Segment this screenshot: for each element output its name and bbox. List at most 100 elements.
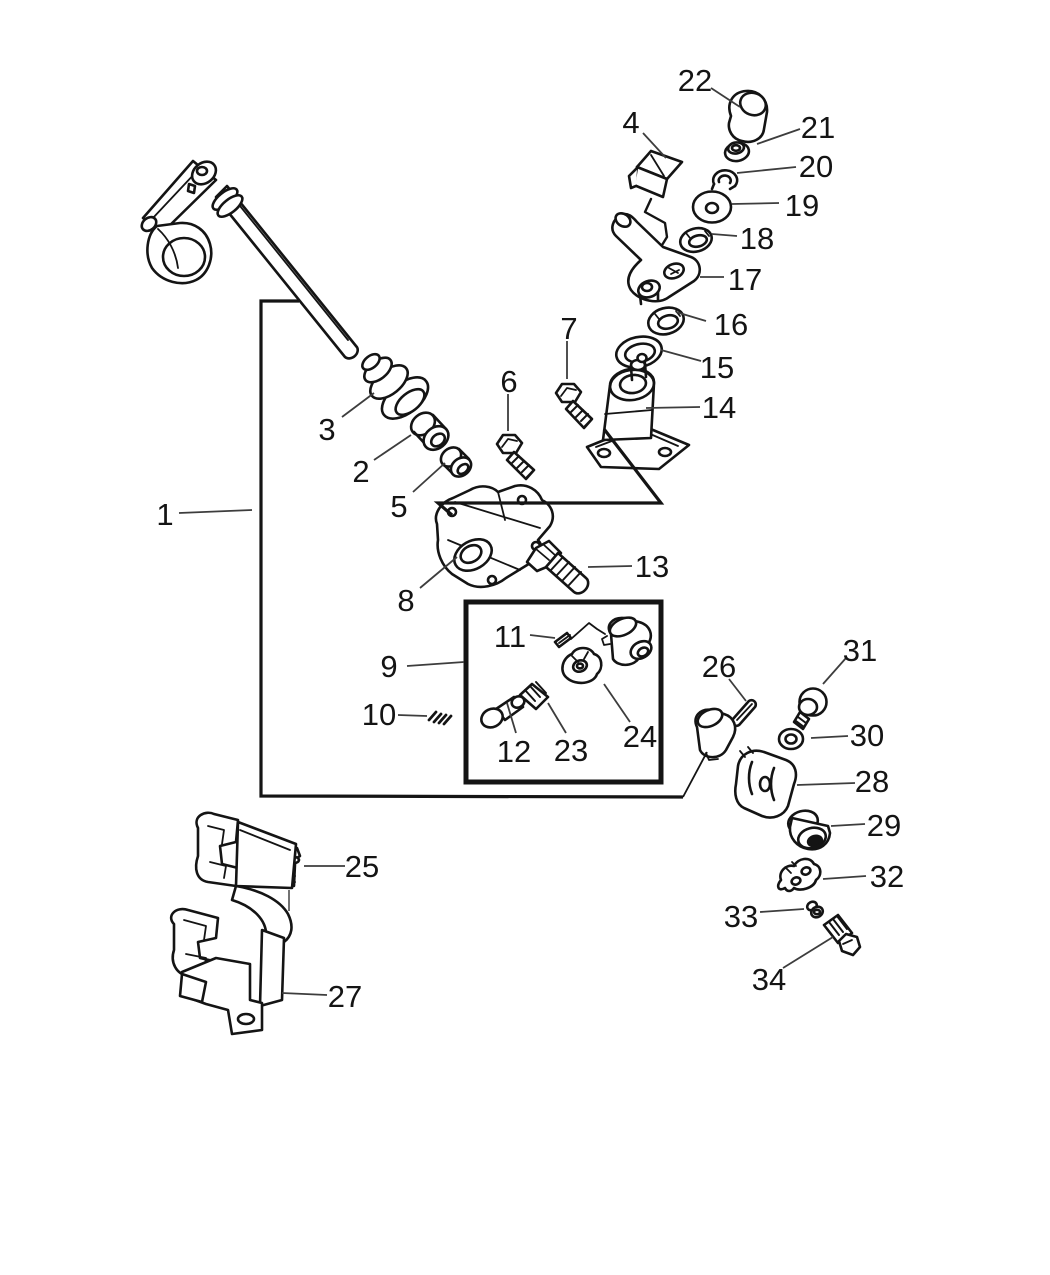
callout-22-leader bbox=[710, 87, 741, 108]
part-23-spring bbox=[518, 681, 550, 711]
callout-21-label: 21 bbox=[801, 110, 835, 145]
callout-4-leader bbox=[642, 132, 667, 159]
callout-23-leader bbox=[547, 702, 567, 734]
callout-11-leader bbox=[529, 634, 556, 639]
callout-9-leader bbox=[406, 661, 465, 667]
callout-28-leader bbox=[796, 782, 856, 786]
callout-34-leader bbox=[782, 936, 834, 969]
callout-32-label: 32 bbox=[870, 859, 904, 894]
part-31-round-head-bolt bbox=[792, 687, 828, 731]
callout-14-label: 14 bbox=[702, 390, 736, 425]
callout-20-leader bbox=[736, 166, 797, 174]
callout-12-label: 12 bbox=[497, 734, 531, 769]
upper-assembly-shelf bbox=[433, 428, 665, 517]
callout-23-label: 23 bbox=[554, 733, 588, 768]
callout-31-leader bbox=[822, 657, 847, 685]
part-34-bolt bbox=[822, 913, 862, 957]
part-12-plunger-pin bbox=[480, 695, 526, 729]
callout-15-leader bbox=[660, 349, 702, 362]
part-8-shift-housing bbox=[434, 484, 555, 589]
callout-30-label: 30 bbox=[850, 718, 884, 753]
part-5-bushing bbox=[439, 446, 473, 478]
part-11-pin bbox=[553, 622, 606, 649]
callout-26-label: 26 bbox=[702, 649, 736, 684]
part-24-cam-lever bbox=[561, 646, 603, 685]
callout-21-leader bbox=[756, 128, 801, 145]
callout-29-label: 29 bbox=[867, 808, 901, 843]
assembly-1-pointer bbox=[682, 751, 708, 798]
callout-24-leader bbox=[603, 683, 631, 723]
part-rod-end-damper bbox=[694, 707, 737, 761]
part-13-detent-plug-and-spring bbox=[525, 539, 590, 595]
callout-27-label: 27 bbox=[328, 979, 362, 1014]
callout-14-leader bbox=[645, 406, 701, 409]
part-selector-end-bushing bbox=[601, 616, 653, 667]
callout-9-label: 9 bbox=[380, 649, 397, 684]
callout-6-label: 6 bbox=[500, 364, 517, 399]
part-18-bushing bbox=[678, 226, 714, 254]
callout-31-label: 31 bbox=[843, 633, 877, 668]
part-30-washer bbox=[777, 727, 805, 751]
callout-5-leader bbox=[412, 462, 446, 493]
part-29-bushing bbox=[786, 809, 832, 851]
callout-3-leader bbox=[341, 392, 375, 418]
callout-28-label: 28 bbox=[855, 764, 889, 799]
callout-8-leader bbox=[419, 556, 458, 589]
part-22-cap bbox=[727, 89, 769, 144]
part-14-control-shaft-housing bbox=[585, 352, 691, 471]
callout-18-label: 18 bbox=[740, 221, 774, 256]
callout-33-label: 33 bbox=[724, 899, 758, 934]
callout-13-label: 13 bbox=[635, 549, 669, 584]
callout-17-label: 17 bbox=[728, 262, 762, 297]
group-outline-layer bbox=[259, 299, 708, 911]
callout-34-label: 34 bbox=[752, 962, 786, 997]
callout-5-label: 5 bbox=[390, 489, 407, 524]
part-20-snap-ring bbox=[710, 169, 739, 191]
callout-19-label: 19 bbox=[785, 188, 819, 223]
callout-22-label: 22 bbox=[678, 63, 712, 98]
callout-24-label: 24 bbox=[623, 719, 657, 754]
callout-19-leader bbox=[731, 202, 780, 205]
callout-2-leader bbox=[373, 434, 412, 461]
part-28-insulator-bracket bbox=[733, 746, 798, 819]
part-7-bolt bbox=[554, 382, 594, 430]
callout-20-label: 20 bbox=[799, 149, 833, 184]
callout-33-leader bbox=[759, 908, 805, 913]
part-2-bushing bbox=[409, 411, 450, 452]
detail-inset-box bbox=[463, 599, 664, 785]
callout-27-leader bbox=[281, 992, 328, 996]
part-17-shift-control-lever bbox=[611, 211, 701, 306]
part-6-bolt bbox=[495, 433, 536, 481]
part-26-pin bbox=[730, 698, 758, 728]
callout-15-label: 15 bbox=[700, 350, 734, 385]
callout-18-leader bbox=[711, 233, 738, 237]
assembly-1-boundary bbox=[259, 299, 684, 799]
callout-11-label: 11 bbox=[494, 619, 526, 654]
callout-3-label: 3 bbox=[318, 412, 335, 447]
part-33-nut bbox=[805, 900, 825, 919]
part-3-boot-bellows bbox=[361, 352, 430, 420]
part-32-clip bbox=[776, 857, 822, 893]
part-19-washer bbox=[691, 190, 733, 224]
part-10-spring bbox=[427, 710, 453, 726]
callout-29-leader bbox=[830, 823, 866, 827]
callout-2-label: 2 bbox=[352, 454, 369, 489]
callout-13-leader bbox=[587, 565, 633, 568]
part-16-bushing bbox=[646, 306, 686, 336]
callout-32-leader bbox=[822, 875, 867, 880]
callout-1-label: 1 bbox=[156, 497, 173, 532]
callout-12-leader bbox=[506, 702, 517, 734]
part-1-shift-lever-and-rod bbox=[140, 159, 359, 360]
part-21-nut bbox=[723, 141, 751, 163]
callout-16-label: 16 bbox=[714, 307, 748, 342]
callout-1-leader bbox=[178, 509, 253, 514]
callout-26-leader bbox=[728, 678, 747, 702]
callout-10-label: 10 bbox=[362, 697, 396, 732]
callout-7-label: 7 bbox=[560, 311, 577, 346]
part-27-support-bracket bbox=[169, 811, 298, 1036]
callout-16-leader bbox=[675, 311, 707, 322]
callout-4-label: 4 bbox=[622, 105, 639, 140]
